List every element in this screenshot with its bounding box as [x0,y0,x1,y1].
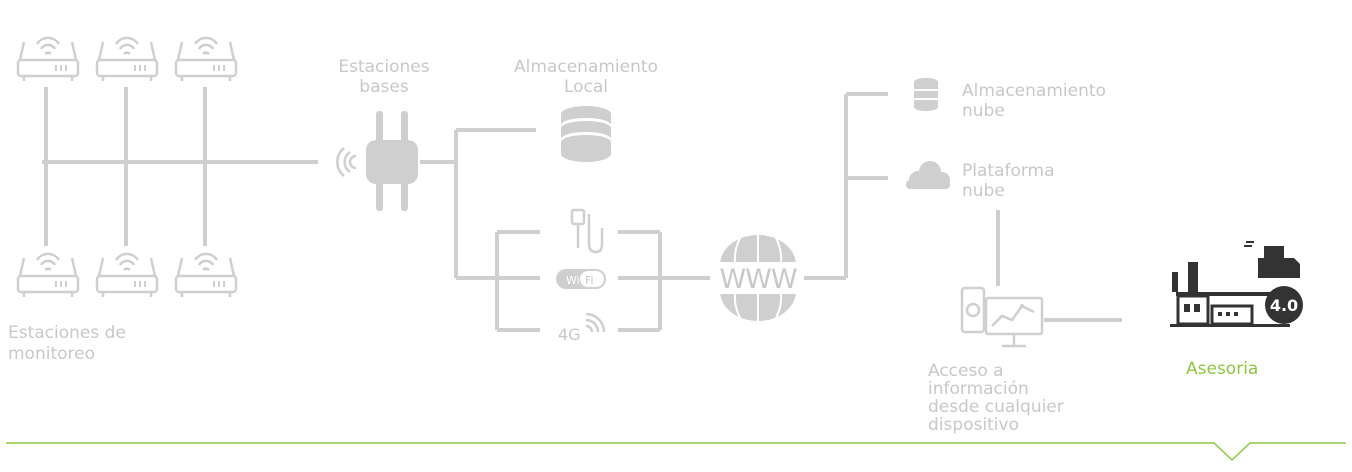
access-label-line1: Acceso a [928,361,1004,381]
router-icon-top-3 [174,36,238,83]
base-label-line2: bases [359,77,409,97]
local-label-line2: Local [564,77,608,97]
cloud-database-icon [914,78,938,111]
cellular-4g-text: 4G [558,325,581,344]
industry-4-0-icon: 4.0 [1170,241,1303,327]
wifi-fi-text: Fi [585,274,594,287]
monitoring-label-line2: monitoreo [8,344,95,364]
router-icon-bottom-2 [95,252,159,299]
wifi-wi-text: Wi [566,274,580,287]
router-icon-bottom-1 [16,252,80,299]
industry-badge-text: 4.0 [1270,296,1298,315]
advisory-label: Asesoria [1186,359,1258,379]
platform-label-line2: nube [962,181,1005,201]
cellular-4g-icon: 4G [558,312,606,344]
local-label-line1: Almacenamiento [514,57,658,77]
www-globe-icon: WWW [710,234,804,322]
access-label-line4: dispositivo [928,415,1019,435]
base-links [420,92,1122,332]
access-label-line3: desde cualquier [928,397,1064,417]
router-icon-top-2 [95,36,159,83]
cloud-icon [906,161,950,189]
cloud-storage-label-line1: Almacenamiento [962,81,1106,101]
bottom-divider [6,442,1346,462]
monitoring-label-line1: Estaciones de [8,323,126,343]
platform-label-line1: Plataforma [962,161,1055,181]
cloud-storage-label-line2: nube [962,101,1005,121]
database-icon [561,106,611,162]
ethernet-cable-icon [570,208,604,254]
base-label-line1: Estaciones [338,57,429,77]
wifi-icon: Wi Fi [556,269,606,289]
router-icon-top-1 [16,36,80,83]
monitoring-bus [42,87,318,246]
devices-icon [960,286,1044,348]
www-text: WWW [719,264,796,295]
access-label-line2: información [928,379,1029,399]
base-station-icon [336,111,418,211]
router-icon-bottom-3 [174,252,238,299]
